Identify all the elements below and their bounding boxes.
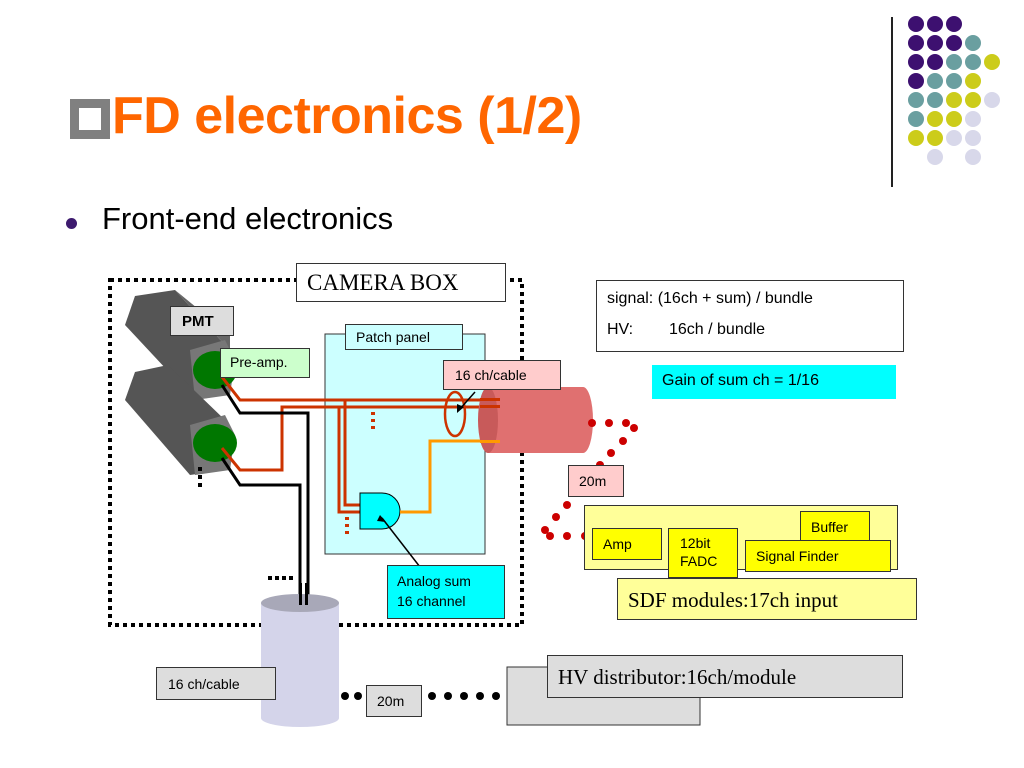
decorative-dot: [965, 73, 981, 89]
decorative-dot: [927, 73, 943, 89]
decorative-dot: [927, 130, 943, 146]
preamp-label: Pre-amp.: [220, 348, 310, 378]
decorative-dot: [946, 92, 962, 108]
gain-note: Gain of sum ch = 1/16: [652, 365, 896, 399]
decorative-dot: [965, 149, 981, 165]
decorative-dot: [908, 16, 924, 32]
bundle-info-hv-value: 16ch / bundle: [669, 321, 766, 338]
decorative-dot: [965, 54, 981, 70]
decorative-dot: [946, 130, 962, 146]
decorative-dot: [946, 35, 962, 51]
hv-distributor-label: HV distributor:16ch/module: [547, 655, 903, 698]
slide-title: FD electronics (1/2): [112, 87, 582, 145]
decorative-dot: [927, 149, 943, 165]
bullet-text: Front-end electronics: [102, 201, 394, 236]
bundle-info-hv-key: HV:: [607, 321, 634, 338]
decorative-dot-grid: [908, 16, 1008, 166]
signal-cable-dots: [541, 419, 638, 540]
decorative-dot: [908, 73, 924, 89]
decorative-dot: [965, 130, 981, 146]
analog-sum-label: Analog sum 16 channel: [387, 565, 505, 619]
decorative-dot: [965, 92, 981, 108]
hv-cable-dots: [341, 692, 500, 700]
analog-sum-line1: Analog sum: [397, 573, 471, 589]
sdf-fadc: 12bit FADC: [668, 528, 738, 578]
decorative-dot: [965, 35, 981, 51]
sdf-amp: Amp: [592, 528, 662, 560]
decorative-dot: [946, 73, 962, 89]
analog-sum-line2: 16 channel: [397, 593, 466, 609]
title-square-icon: [70, 99, 110, 139]
decorative-dot: [908, 54, 924, 70]
sdf-fadc-line2: FADC: [680, 553, 718, 569]
cable-label-signal: 16 ch/cable: [443, 360, 561, 390]
bullet-icon: [66, 218, 77, 229]
pmt-label: PMT: [170, 306, 234, 336]
bundle-info-hv: HV: 16ch / bundle: [607, 315, 903, 345]
decorative-dot: [927, 111, 943, 127]
decorative-dot: [908, 130, 924, 146]
cable-label-hv: 16 ch/cable: [156, 667, 276, 700]
decorative-dot: [908, 111, 924, 127]
camera-box-label: CAMERA BOX: [296, 263, 506, 302]
decorative-dot: [927, 54, 943, 70]
decorative-dot: [946, 16, 962, 32]
signal-cable-length-label: 20m: [568, 465, 624, 497]
hv-cable-cylinder: [261, 594, 339, 727]
sdf-signal-finder: Signal Finder: [745, 540, 891, 572]
decorative-dot: [908, 35, 924, 51]
decorative-dot: [927, 16, 943, 32]
signal-cable-cylinder: [478, 387, 593, 453]
sdf-caption: SDF modules:17ch input: [617, 578, 917, 620]
decorative-dot: [927, 35, 943, 51]
sdf-buffer: Buffer: [800, 511, 870, 543]
patch-panel-label: Patch panel: [345, 324, 463, 350]
decorative-divider: [891, 17, 893, 187]
sdf-fadc-line1: 12bit: [680, 535, 711, 551]
decorative-dot: [946, 111, 962, 127]
decorative-dot: [946, 54, 962, 70]
decorative-dot: [965, 111, 981, 127]
bundle-info-box: signal: (16ch + sum) / bundle HV: 16ch / …: [596, 280, 904, 352]
decorative-dot: [908, 92, 924, 108]
cable-bundle-ring: [443, 390, 467, 438]
decorative-dot: [984, 92, 1000, 108]
hv-cable-length-label: 20m: [366, 685, 422, 717]
analog-sum-gate: [359, 492, 401, 530]
bundle-info-signal: signal: (16ch + sum) / bundle: [607, 290, 813, 307]
decorative-dot: [984, 54, 1000, 70]
decorative-dot: [927, 92, 943, 108]
